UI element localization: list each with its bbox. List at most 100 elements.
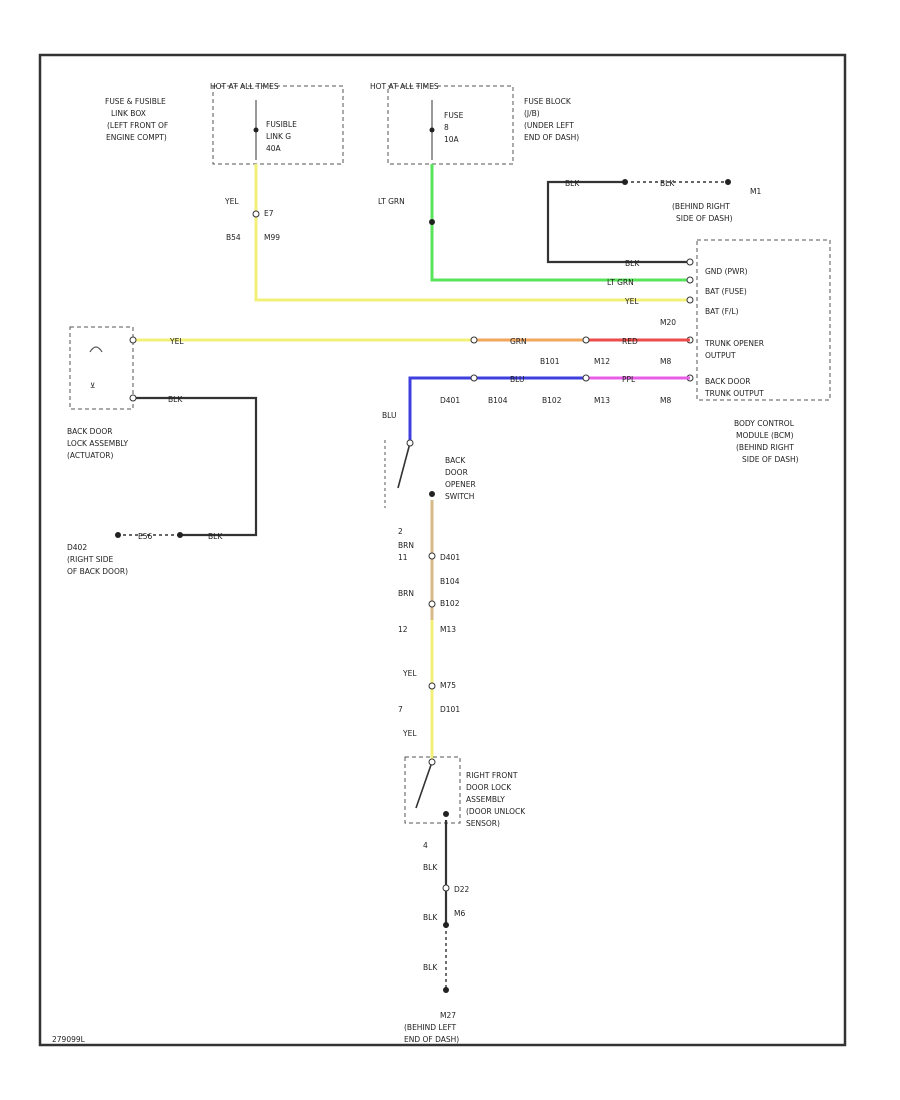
actuator-label-1: BACK DOOR: [67, 427, 112, 436]
bcm-label-4: SIDE OF DASH): [742, 455, 799, 464]
m8b-connector-label: M8: [660, 396, 671, 405]
switch-label-2: DOOR: [445, 468, 468, 477]
grn-label: GRN: [510, 337, 527, 346]
fuse-link-box-label-3: (LEFT FRONT OF: [107, 121, 168, 130]
switch-terminal-bottom: [429, 491, 435, 497]
yel-label-lower-a: YEL: [402, 669, 417, 678]
num-d: 7: [398, 705, 403, 714]
b101-label: B101: [540, 357, 560, 366]
e56-label: E56: [138, 532, 153, 541]
switch-terminal-top: [406, 439, 414, 447]
blu-label-vertical: BLU: [382, 411, 396, 420]
door-lock-label-3: ASSEMBLY: [466, 795, 505, 804]
b101-terminal: [470, 336, 478, 344]
fuse-label-1: FUSE: [444, 111, 464, 120]
d401-lower-label: D401: [440, 553, 460, 562]
brn-label-lower: BRN: [398, 541, 414, 550]
e7-terminal: [252, 210, 260, 218]
m13-lower-label: M13: [440, 625, 456, 634]
actuator-terminal-2: [129, 394, 137, 402]
blk-label-gnd-d402: BLK: [208, 532, 223, 541]
bcm-terminal-bat-fuse: [686, 276, 694, 284]
red-label: RED: [622, 337, 638, 346]
m99-label: M99: [264, 233, 280, 242]
bcm-pin-trunk-opener: TRUNK OPENER: [704, 339, 764, 348]
m13-label: M13: [594, 396, 610, 405]
blk-wire-bcm-gnd: [546, 180, 690, 264]
blk-label-actuator: BLK: [168, 395, 183, 404]
blu-label: BLU: [510, 375, 524, 384]
fuse-block-label-3: (UNDER LEFT: [524, 121, 574, 130]
door-lock-label-4: (DOOR UNLOCK: [466, 807, 526, 816]
d402-ground-label: D402: [67, 543, 87, 552]
m12-terminal: [582, 336, 590, 344]
m20-connector-label: M20: [660, 318, 676, 327]
yel-label-top: YEL: [224, 197, 239, 206]
bcm-pin-output: OUTPUT: [705, 351, 736, 360]
actuator-symbol-glyph: ⊻: [90, 381, 96, 390]
blk-label-bcm: BLK: [625, 259, 640, 268]
diagram-frame: [38, 53, 847, 1047]
m1-location-2: SIDE OF DASH): [676, 214, 733, 223]
m27-ground-label: M27: [440, 1011, 456, 1020]
bcm-label-1: BODY CONTROL: [734, 419, 795, 428]
lt-grn-splice: [429, 219, 435, 225]
d101-lower-label: D101: [440, 705, 460, 714]
bcm-label-2: MODULE (BCM): [736, 431, 794, 440]
d402-splice-1: [177, 532, 183, 538]
fuse-block-label-1: FUSE BLOCK: [524, 97, 572, 106]
yel-label-actuator: YEL: [169, 337, 184, 346]
fusible-link-label-2: LINK G: [266, 132, 291, 141]
m8-connector-label: M8: [660, 357, 671, 366]
m27-splice-1: [443, 922, 449, 928]
door-lock-terminal-bottom: [443, 811, 449, 817]
actuator-label-2: LOCK ASSEMBLY: [67, 439, 129, 448]
m75-lower-label: M75: [440, 681, 456, 690]
b102-label: B102: [542, 396, 562, 405]
brn-label-lower-2: BRN: [398, 589, 414, 598]
d401-terminal: [470, 374, 478, 382]
m27-location-2: END OF DASH): [404, 1035, 459, 1044]
d401-lower-terminal: [428, 552, 436, 560]
e7-connector-label: E7: [264, 209, 274, 218]
blk-label-lower-a: BLK: [423, 863, 438, 872]
lt-grn-label-top: LT GRN: [378, 197, 405, 206]
yel-label-lower-b: YEL: [402, 729, 417, 738]
d22-terminal: [442, 884, 450, 892]
m27-location-1: (BEHIND LEFT: [404, 1023, 457, 1032]
d402-location-1: (RIGHT SIDE: [67, 555, 114, 564]
fuse-node: [429, 127, 435, 133]
num-a: 2: [398, 527, 403, 536]
fuse-block-label-4: END OF DASH): [524, 133, 579, 142]
fusible-link-label-1: FUSIBLE: [266, 120, 297, 129]
lt-grn-wire-fuse-to-bcm: [430, 164, 690, 282]
fusible-link-label-3: 40A: [266, 144, 282, 153]
door-lock-terminal-top: [428, 758, 436, 766]
door-lock-label-5: SENSOR): [466, 819, 500, 828]
m1-ground-label: M1: [750, 187, 761, 196]
door-lock-label-2: DOOR LOCK: [466, 783, 512, 792]
bcm-pin-back-door: BACK DOOR: [705, 377, 750, 386]
m6-label: M6: [454, 909, 465, 918]
d402-location-2: OF BACK DOOR): [67, 567, 128, 576]
fuse-link-box-label-2: LINK BOX: [111, 109, 146, 118]
hot-at-all-times-label-2: HOT AT ALL TIMES: [370, 82, 439, 91]
m1-location-1: (BEHIND RIGHT: [672, 202, 730, 211]
switch-contact: [397, 442, 411, 489]
fuse-block-label-2: (J/B): [524, 109, 540, 118]
yel-label-bcm: YEL: [624, 297, 639, 306]
m75-lower-terminal: [428, 682, 436, 690]
m13-terminal: [582, 374, 590, 382]
blk-label-2: BLK: [660, 179, 675, 188]
bcm-pin-trunk-output: TRUNK OUTPUT: [704, 389, 764, 398]
door-lock-box: [404, 756, 461, 824]
blk-label-1: BLK: [565, 179, 580, 188]
bcm-pin-bat-fuse: BAT (FUSE): [705, 287, 747, 296]
bcm-terminal-gnd: [686, 258, 694, 266]
bcm-pin-bat-fl: BAT (F/L): [705, 307, 739, 316]
m1-splice-2: [725, 179, 731, 185]
switch-label-1: BACK: [445, 456, 466, 465]
yel-wire-fusible-to-bcm: [254, 164, 690, 302]
hot-at-all-times-label-1: HOT AT ALL TIMES: [210, 82, 279, 91]
